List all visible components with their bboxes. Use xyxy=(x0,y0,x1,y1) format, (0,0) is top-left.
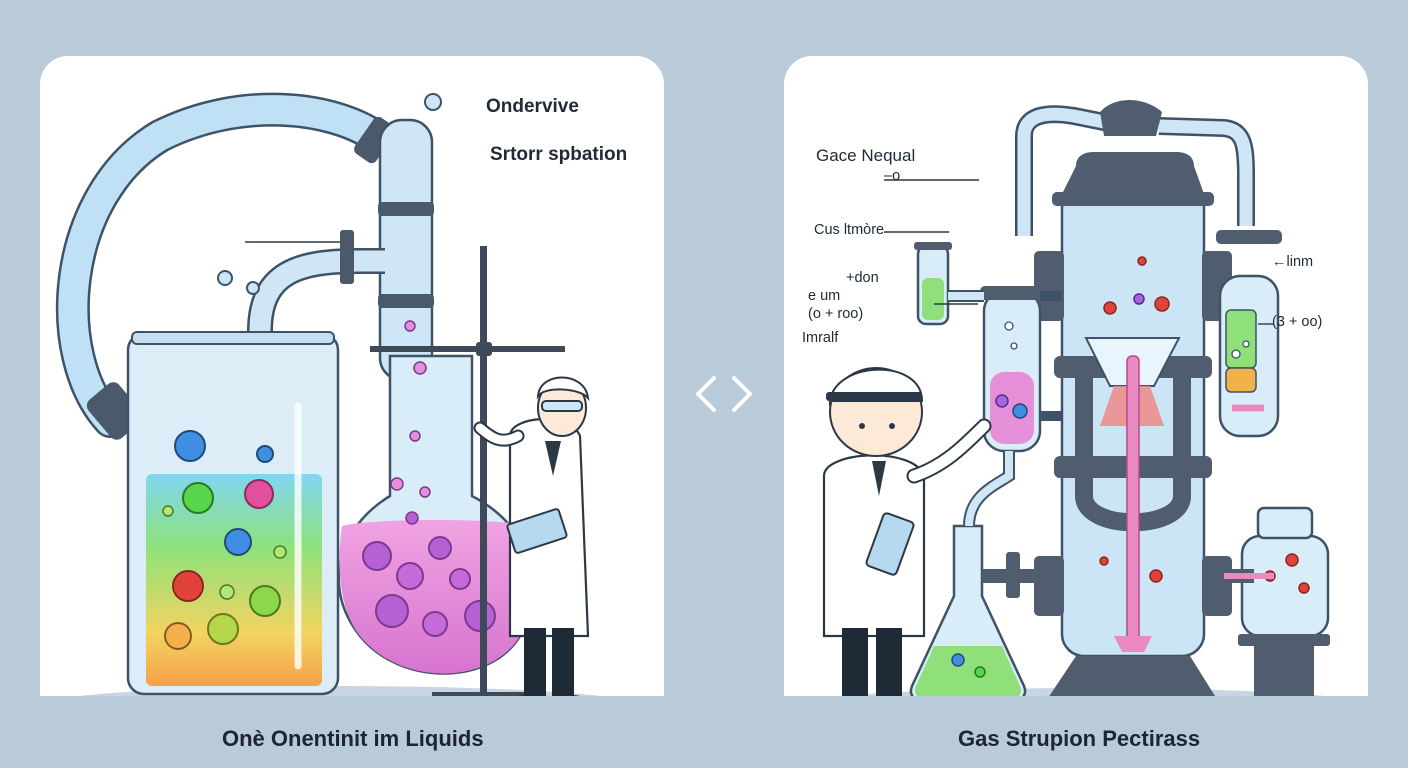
caption-liquids: Onè Onentinit im Liquids xyxy=(222,726,484,751)
gas-illustration xyxy=(822,100,1330,696)
liquid-bubble xyxy=(422,611,448,637)
liquid-bubble xyxy=(256,445,274,463)
gas-panel: Gace Nequal –o Cus ltmòre +don e um (o +… xyxy=(784,56,1368,696)
top-pipe-right xyxy=(1158,119,1253,226)
liquids-illustration xyxy=(55,92,600,696)
ring-stand-rod xyxy=(480,246,487,696)
floating-bubble xyxy=(246,281,260,295)
label-e-um: e um xyxy=(808,288,841,304)
gas-bubble xyxy=(1103,301,1117,315)
column-ring-bottom xyxy=(378,294,434,308)
side-jar xyxy=(1240,534,1330,638)
liquid-bubble xyxy=(249,585,281,617)
caption-gas: Gas Strupion Pectirass xyxy=(958,726,1201,751)
liquid-bubble xyxy=(362,541,392,571)
liquid-bubble xyxy=(164,622,192,650)
arc-tube xyxy=(58,95,390,436)
column-cap xyxy=(1062,152,1204,194)
label-don: +don xyxy=(846,270,879,286)
label-linm: ←linm xyxy=(1272,254,1314,270)
column-inner-tube xyxy=(1126,355,1140,647)
beaker-rim xyxy=(131,331,335,345)
liquid-bubble xyxy=(428,536,452,560)
jar-stand xyxy=(1254,646,1314,696)
label-gace-nequal: Gace Nequal xyxy=(816,146,916,165)
chevron-left-right-icon xyxy=(696,376,752,412)
label-roo-right: (3 + oo) xyxy=(1272,314,1323,330)
liquid-bubble xyxy=(375,594,409,628)
top-pipe-left xyxy=(1017,107,1116,236)
liquid-bubble xyxy=(207,613,239,645)
liquid-bubble xyxy=(244,479,274,509)
left-tube-liquid xyxy=(990,372,1034,444)
scientist-left xyxy=(473,376,590,696)
flask-green-liquid xyxy=(915,646,1021,696)
column-base xyxy=(1049,656,1215,696)
ring-stand-base xyxy=(432,692,542,696)
liquids-panel: Ondervive Srtorr spbation xyxy=(40,56,664,696)
gas-bubble xyxy=(1149,569,1163,583)
floating-bubble xyxy=(424,93,442,111)
gas-bubble xyxy=(1133,293,1145,305)
label-top: Ondervive xyxy=(486,96,579,117)
liquid-bubble xyxy=(172,570,204,602)
label-sub: Srtorr spbation xyxy=(490,144,628,165)
liquid-bubble xyxy=(224,528,252,556)
top-valve xyxy=(1100,100,1162,136)
side-pipe-valve xyxy=(340,230,354,284)
column-tube xyxy=(378,118,434,382)
gas-bubble xyxy=(1154,296,1170,312)
ring-stand-clamp xyxy=(370,346,565,352)
liquid-bubble xyxy=(396,562,424,590)
label-roo-left: (o + roo) xyxy=(808,306,864,322)
side-pipe xyxy=(249,250,385,332)
label-title-sub: –o xyxy=(884,168,901,184)
floating-bubble xyxy=(217,270,233,286)
liquid-bubble xyxy=(449,568,471,590)
column-ring-top xyxy=(378,202,434,216)
liquid-bubble xyxy=(174,430,206,462)
liquid-bubble xyxy=(182,482,214,514)
label-cus-ltmore: Cus ltmòre xyxy=(814,222,885,238)
scientist-right xyxy=(822,367,992,696)
label-imralf: Imralf xyxy=(802,330,839,346)
